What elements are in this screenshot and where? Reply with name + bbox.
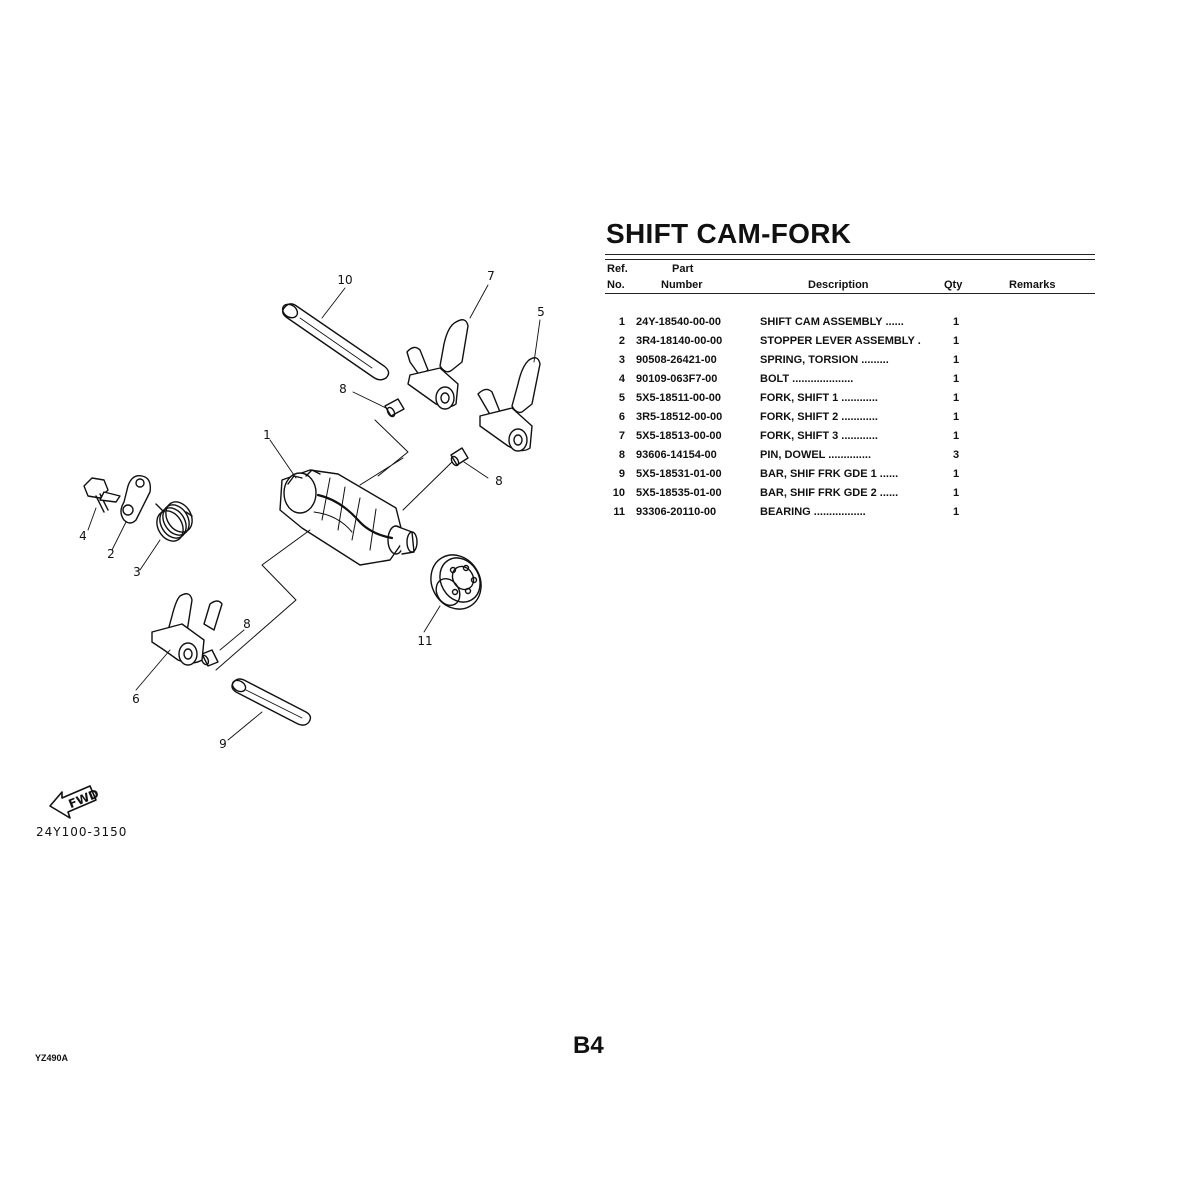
callout-6: 6 xyxy=(132,692,140,706)
ref-cell: 8 xyxy=(618,449,625,462)
part-8-dowel-pin-upper xyxy=(384,398,405,418)
callout-10: 10 xyxy=(337,273,352,287)
description-cell: PIN, DOWEL .............. xyxy=(760,449,872,462)
callout-9: 9 xyxy=(219,737,227,751)
part-9-guide-bar xyxy=(231,678,312,726)
part-1-shift-cam xyxy=(279,469,418,566)
header-rule xyxy=(605,293,1095,294)
header-remarks: Remarks xyxy=(1009,279,1056,291)
header-ref: Ref. xyxy=(607,263,628,275)
qty-cell: 1 xyxy=(953,334,960,347)
qty-cell: 1 xyxy=(953,353,960,366)
description-cell: BAR, SHIF FRK GDE 2 ...... xyxy=(760,487,899,500)
callout-4: 4 xyxy=(79,529,87,543)
part-number-cell: 5X5-18531-01-00 xyxy=(636,468,722,481)
part-11-bearing xyxy=(430,554,482,610)
part-number-cell: 93306-20110-00 xyxy=(636,506,717,519)
table-row: 11 93306-20110-00 BEARING ..............… xyxy=(605,503,973,522)
table-row: 7 5X5-18513-00-00 FORK, SHIFT 3 ........… xyxy=(605,427,973,446)
callout-2: 2 xyxy=(107,547,115,561)
qty-cell: 1 xyxy=(953,468,960,481)
ref-cell: 10 xyxy=(612,487,625,500)
part-6-shift-fork xyxy=(151,593,223,666)
description-cell: SPRING, TORSION ......... xyxy=(760,353,889,366)
description-cell: FORK, SHIFT 1 ............ xyxy=(760,391,878,404)
qty-cell: 1 xyxy=(953,315,960,328)
callout-5: 5 xyxy=(537,305,545,319)
callout-8-lower: 8 xyxy=(243,617,251,631)
part-number-cell: 90508-26421-00 xyxy=(636,353,717,366)
ref-cell: 11 xyxy=(613,506,625,519)
header-description: Description xyxy=(808,279,869,291)
part-number-cell: 5X5-18513-00-00 xyxy=(636,430,722,443)
fwd-arrow-icon xyxy=(49,785,97,819)
callout-8-right: 8 xyxy=(495,474,503,488)
qty-cell: 1 xyxy=(953,391,960,404)
table-row: 8 93606-14154-00 PIN, DOWEL ............… xyxy=(605,446,973,465)
callout-8-upper: 8 xyxy=(339,382,347,396)
part-number-cell: 5X5-18511-00-00 xyxy=(636,391,722,404)
exploded-parts-diagram: 10 7 5 8 1 8 4 2 3 8 11 6 9 FWD 24Y100-3… xyxy=(36,269,545,839)
table-row: 9 5X5-18531-01-00 BAR, SHIF FRK GDE 1 ..… xyxy=(605,465,973,484)
description-cell: BOLT .................... xyxy=(760,372,854,385)
part-number-cell: 5X5-18535-01-00 xyxy=(636,487,722,500)
part-4-bolt xyxy=(83,477,121,513)
qty-cell: 1 xyxy=(953,372,960,385)
part-2-stopper-lever xyxy=(120,475,152,524)
description-cell: STOPPER LEVER ASSEMBLY . xyxy=(760,334,921,347)
description-cell: FORK, SHIFT 3 ............ xyxy=(760,430,878,443)
qty-cell: 3 xyxy=(953,449,960,462)
qty-cell: 1 xyxy=(953,430,960,443)
qty-cell: 1 xyxy=(953,506,960,519)
part-number-cell: 93606-14154-00 xyxy=(636,449,717,462)
description-cell: FORK, SHIFT 2 ............ xyxy=(760,411,878,424)
callout-3: 3 xyxy=(133,565,141,579)
ref-cell: 3 xyxy=(618,353,625,366)
drawing-code: 24Y100-3150 xyxy=(36,825,127,839)
table-row: 3 90508-26421-00 SPRING, TORSION .......… xyxy=(605,350,973,369)
description-cell: BEARING ................. xyxy=(760,506,866,519)
part-10-guide-bar xyxy=(281,303,390,381)
callout-11: 11 xyxy=(417,634,432,648)
header-part: Part xyxy=(672,263,694,275)
ref-cell: 9 xyxy=(618,468,625,481)
table-row: 4 90109-063F7-00 BOLT ..................… xyxy=(605,369,973,388)
part-7-shift-fork xyxy=(406,319,469,410)
ref-cell: 2 xyxy=(618,334,625,347)
header-no: No. xyxy=(607,279,625,291)
ref-cell: 7 xyxy=(618,430,625,443)
part-5-shift-fork xyxy=(477,357,541,452)
part-3-torsion-spring xyxy=(155,501,193,542)
part-8-dowel-pin-right xyxy=(450,447,469,467)
ref-cell: 6 xyxy=(618,411,625,424)
part-number-cell: 3R5-18512-00-00 xyxy=(636,411,723,424)
callout-7: 7 xyxy=(487,269,495,283)
ref-cell: 1 xyxy=(618,315,625,328)
table-row: 6 3R5-18512-00-00 FORK, SHIFT 2 ........… xyxy=(605,407,973,426)
ref-cell: 5 xyxy=(618,391,625,404)
ref-cell: 4 xyxy=(618,372,625,385)
qty-cell: 1 xyxy=(953,411,960,424)
description-cell: BAR, SHIF FRK GDE 1 ...... xyxy=(760,468,899,481)
part-number-cell: 90109-063F7-00 xyxy=(636,372,718,385)
parts-table: 1 24Y-18540-00-00 SHIFT CAM ASSEMBLY ...… xyxy=(605,312,973,522)
page-number: B4 xyxy=(573,1032,604,1059)
description-cell: SHIFT CAM ASSEMBLY ...... xyxy=(760,315,904,328)
part-number-cell: 24Y-18540-00-00 xyxy=(636,315,722,328)
page-title: SHIFT CAM-FORK xyxy=(606,218,852,249)
table-row: 5 5X5-18511-00-00 FORK, SHIFT 1 ........… xyxy=(605,388,973,407)
callout-1: 1 xyxy=(263,428,271,442)
leader-lines xyxy=(87,284,541,741)
alignment-lines xyxy=(215,419,453,671)
table-row: 2 3R4-18140-00-00 STOPPER LEVER ASSEMBLY… xyxy=(605,331,973,350)
header-number: Number xyxy=(661,279,703,291)
model-code: YZ490A xyxy=(35,1053,69,1063)
part-number-cell: 3R4-18140-00-00 xyxy=(636,334,723,347)
table-row: 1 24Y-18540-00-00 SHIFT CAM ASSEMBLY ...… xyxy=(605,312,973,331)
table-row: 10 5X5-18535-01-00 BAR, SHIF FRK GDE 2 .… xyxy=(605,484,973,503)
title-rule xyxy=(605,254,1095,260)
qty-cell: 1 xyxy=(953,487,960,500)
header-qty: Qty xyxy=(944,279,963,291)
